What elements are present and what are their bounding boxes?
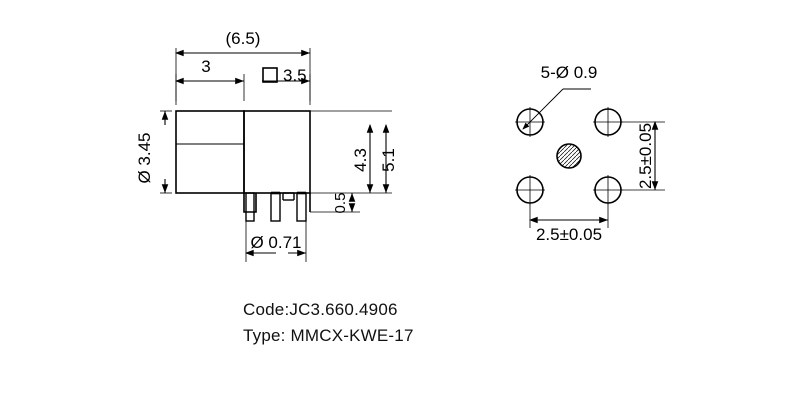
dim-hole-callout: 5-Ø 0.9 — [541, 63, 598, 82]
side-view-outline — [175, 110, 311, 213]
side-view-pins — [245, 191, 307, 222]
square-symbol-icon — [262, 67, 278, 83]
dim-body-diameter: Ø 3.45 — [135, 132, 154, 183]
dim-pin-protrusion: 0.5 — [332, 193, 349, 214]
caption-code: Code:JC3.660.4906 — [243, 300, 398, 319]
dim-body-length: 3 — [201, 57, 210, 76]
side-view-dimension-lines — [161, 49, 390, 257]
caption-type: Type: MMCX-KWE-17 — [243, 326, 414, 345]
dim-horizontal-pitch: 2.5±0.05 — [536, 225, 602, 244]
footprint-holes — [515, 107, 623, 205]
dim-height-5-1: 5.1 — [379, 148, 398, 172]
hole-callout-leader — [522, 88, 591, 130]
dim-height-4-3: 4.3 — [351, 148, 370, 172]
dim-vertical-pitch: 2.5±0.05 — [636, 123, 655, 189]
dim-overall-length: (6.5) — [226, 29, 261, 48]
dim-square-body-width: 3.5 — [283, 66, 307, 85]
footprint-dimension-lines — [528, 120, 659, 224]
dim-pin-diameter: Ø 0.71 — [250, 233, 301, 252]
